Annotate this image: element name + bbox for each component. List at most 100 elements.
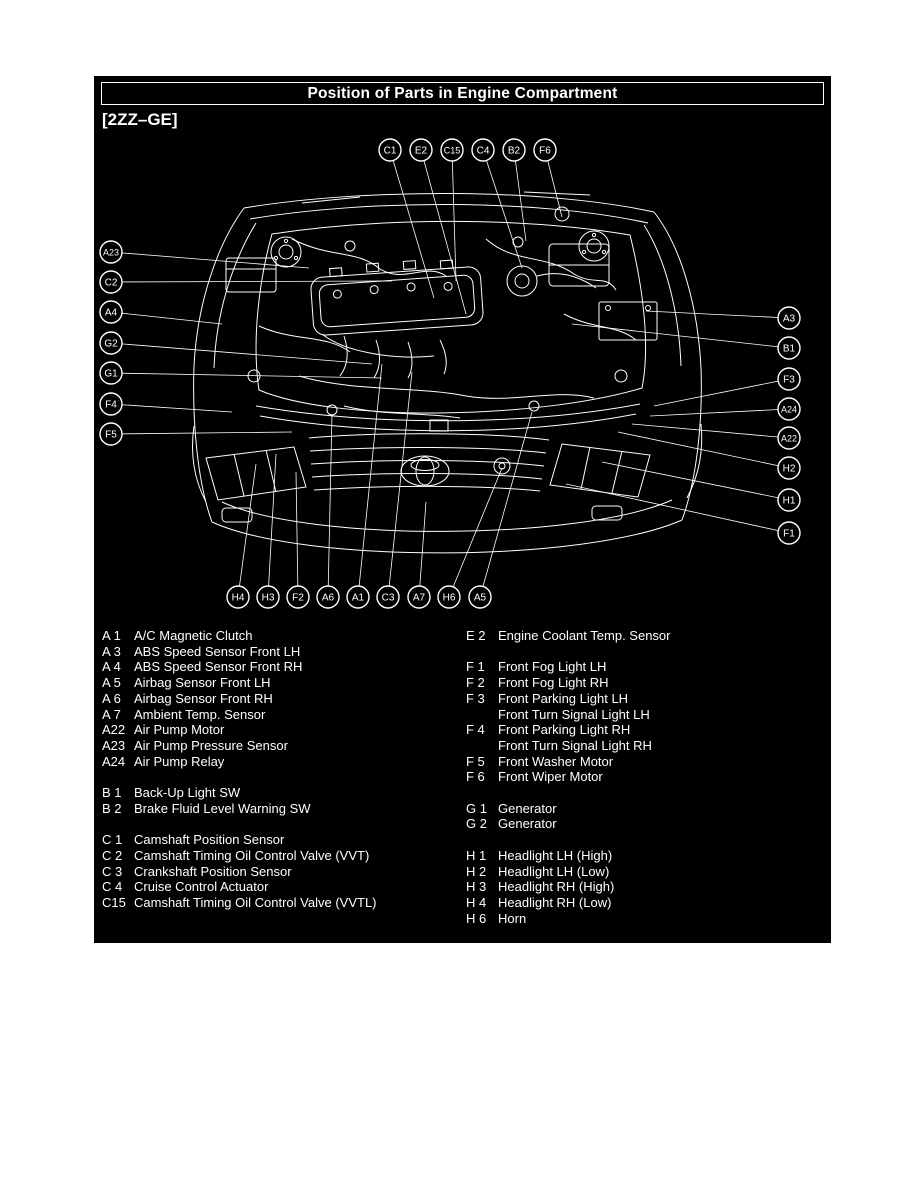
leader-line-F5	[110, 431, 293, 435]
part-name: Headlight LH (High)	[498, 847, 613, 863]
part-name: Front Parking Light RH	[498, 722, 631, 738]
callout-label-G1: G1	[104, 369, 118, 380]
page-title: Position of Parts in Engine Compartment	[307, 84, 618, 102]
leader-line-E2	[420, 149, 467, 315]
callout-circle-F3	[777, 367, 801, 391]
engine-code-label: [2ZZ–GE]	[102, 110, 178, 129]
part-name: Camshaft Timing Oil Control Valve (VVTL)	[134, 894, 377, 910]
radiator-support	[255, 403, 641, 432]
part-code: C 1	[102, 832, 123, 848]
callout-F6: F6	[533, 138, 557, 162]
leader-line-G2	[110, 342, 373, 365]
callout-F1: F1	[777, 521, 801, 545]
part-code: A22	[102, 722, 126, 738]
callout-label-C15: C15	[444, 146, 461, 156]
cowl-panel	[243, 191, 655, 224]
part-name: Front Parking Light LH	[498, 690, 629, 706]
callout-label-A4: A4	[105, 308, 118, 319]
callout-circle-A5	[468, 585, 492, 609]
callout-label-A22: A22	[781, 434, 797, 444]
callout-label-H2: H2	[783, 464, 796, 475]
callout-label-F1: F1	[783, 529, 795, 540]
callout-A22: A22	[777, 426, 801, 450]
leader-line-A22	[631, 423, 790, 439]
leader-line-A5	[479, 411, 533, 598]
callout-circle-E2	[409, 138, 433, 162]
callout-F2: F2	[286, 585, 310, 609]
part-name: Air Pump Relay	[134, 753, 225, 769]
leader-line-H3	[267, 453, 277, 598]
leader-line-F1	[565, 483, 790, 534]
part-name: Headlight RH (High)	[498, 879, 615, 895]
part-code: E 2	[466, 628, 486, 643]
part-code: G 2	[466, 816, 487, 832]
callout-label-H3: H3	[262, 593, 275, 604]
callout-circle-B2	[502, 138, 526, 162]
part-name: Air Pump Pressure Sensor	[134, 737, 288, 753]
part-code: H 2	[466, 863, 487, 879]
part-name: Front Fog Light LH	[498, 659, 607, 675]
grille	[308, 433, 550, 492]
headlight-right	[549, 443, 651, 498]
callout-label-A7: A7	[413, 593, 426, 604]
callout-label-C1: C1	[384, 146, 397, 157]
leader-line-H2	[617, 431, 790, 469]
callout-circle-H3	[256, 585, 280, 609]
callout-F3: F3	[777, 367, 801, 391]
leader-line-H6	[448, 467, 503, 598]
part-code: A 5	[102, 675, 121, 691]
callout-circle-A3	[777, 306, 801, 330]
battery	[598, 301, 658, 341]
part-name: Generator	[498, 816, 557, 832]
legend-row: Front Turn Signal Light LH	[466, 707, 822, 723]
callout-A24: A24	[777, 397, 801, 421]
fuse-box	[225, 257, 277, 293]
callout-label-E2: E2	[415, 146, 428, 157]
callout-label-F6: F6	[539, 146, 551, 157]
valve-cover	[310, 259, 484, 336]
callout-label-A1: A1	[352, 593, 365, 604]
part-name: Front Fog Light RH	[498, 675, 609, 691]
leader-line-C3	[387, 371, 413, 598]
title-bar: Position of Parts in Engine Compartment	[101, 82, 824, 105]
callout-label-G2: G2	[104, 339, 118, 350]
part-code: C 4	[102, 879, 123, 895]
callout-circle-G2	[99, 331, 123, 355]
callout-circle-C3	[376, 585, 400, 609]
part-name: Back-Up Light SW	[134, 785, 241, 801]
headlight-left	[205, 446, 307, 501]
engine-line-art	[192, 191, 703, 554]
leader-lines	[110, 149, 790, 598]
callout-label-A24: A24	[781, 405, 797, 415]
part-name: Ambient Temp. Sensor	[134, 706, 266, 722]
air-cleaner-box	[548, 243, 610, 287]
callout-label-C3: C3	[382, 593, 395, 604]
callout-A6: A6	[316, 585, 340, 609]
callout-F5: F5	[99, 422, 123, 446]
part-name: Front Turn Signal Light RH	[498, 737, 652, 753]
leader-line-F2	[295, 471, 299, 598]
callout-circle-A7	[407, 585, 431, 609]
